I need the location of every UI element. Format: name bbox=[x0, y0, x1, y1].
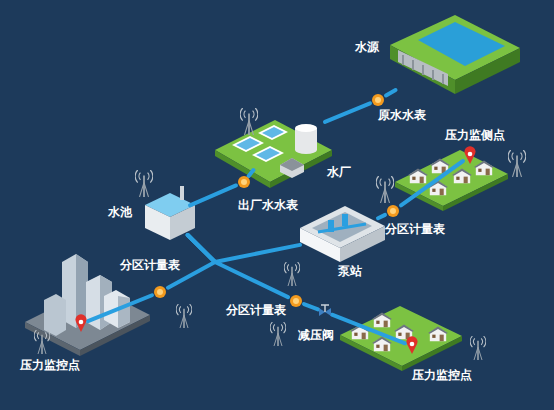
pressure-point: 压力监控点 bbox=[74, 316, 88, 332]
facility-label: 压力监控点 bbox=[412, 368, 472, 382]
water-meter: 出厂水水表 bbox=[236, 176, 252, 188]
meter-icons bbox=[154, 94, 399, 307]
antennas bbox=[34, 108, 526, 360]
facility-label: 泵站 bbox=[338, 264, 362, 278]
plant-area: 水厂 bbox=[225, 115, 325, 170]
reservoir-area: 水源 bbox=[395, 25, 510, 90]
water-pipe bbox=[188, 235, 288, 297]
water-pipe bbox=[190, 185, 236, 205]
facility-label: 分区计量表 bbox=[226, 303, 286, 317]
facility-label: 原水水表 bbox=[378, 108, 426, 122]
facility-label: 分区计量表 bbox=[385, 222, 445, 236]
facility-label: 水池 bbox=[108, 205, 132, 219]
water-pipe bbox=[401, 161, 463, 205]
pressure-point: 压力监控点 bbox=[405, 338, 419, 354]
pressure-pins bbox=[76, 146, 476, 354]
water-pipe bbox=[378, 215, 385, 218]
tank-area: 水池 bbox=[145, 195, 190, 235]
houses-lower bbox=[340, 306, 462, 371]
facility-label: 分区计量表 bbox=[120, 258, 180, 272]
facility-label: 压力监控点 bbox=[20, 358, 80, 372]
water-pipe bbox=[332, 315, 405, 344]
facility-label: 压力监侧点 bbox=[445, 128, 505, 142]
water-pipe bbox=[304, 304, 318, 309]
facility-label: 出厂水水表 bbox=[238, 198, 298, 212]
facility-label: 水源 bbox=[355, 40, 379, 54]
water-pipe bbox=[325, 103, 370, 122]
facility-label: 减压阀 bbox=[298, 328, 334, 342]
pressure-valve-icon bbox=[319, 305, 331, 316]
water-meter: 分区计量表 bbox=[152, 286, 168, 298]
water-pipe bbox=[386, 90, 396, 95]
water-meter: 原水水表 bbox=[370, 94, 386, 106]
houses-upper bbox=[395, 150, 508, 211]
water-meter: 分区计量表 bbox=[385, 205, 401, 217]
facility-label: 水厂 bbox=[327, 165, 351, 179]
pump-station-area: 泵站 bbox=[300, 212, 378, 262]
reservoir bbox=[390, 15, 520, 94]
water-meter: 分区计量表 bbox=[288, 295, 304, 307]
water-tank bbox=[145, 186, 195, 240]
pressure-point: 压力监侧点 bbox=[463, 148, 477, 164]
pump-station bbox=[300, 206, 385, 262]
pressure-valve: 减压阀 bbox=[318, 306, 332, 318]
water-plant bbox=[215, 120, 332, 188]
water-pipe bbox=[188, 235, 300, 262]
water-pipe bbox=[88, 295, 152, 321]
water-pipe bbox=[249, 170, 254, 176]
